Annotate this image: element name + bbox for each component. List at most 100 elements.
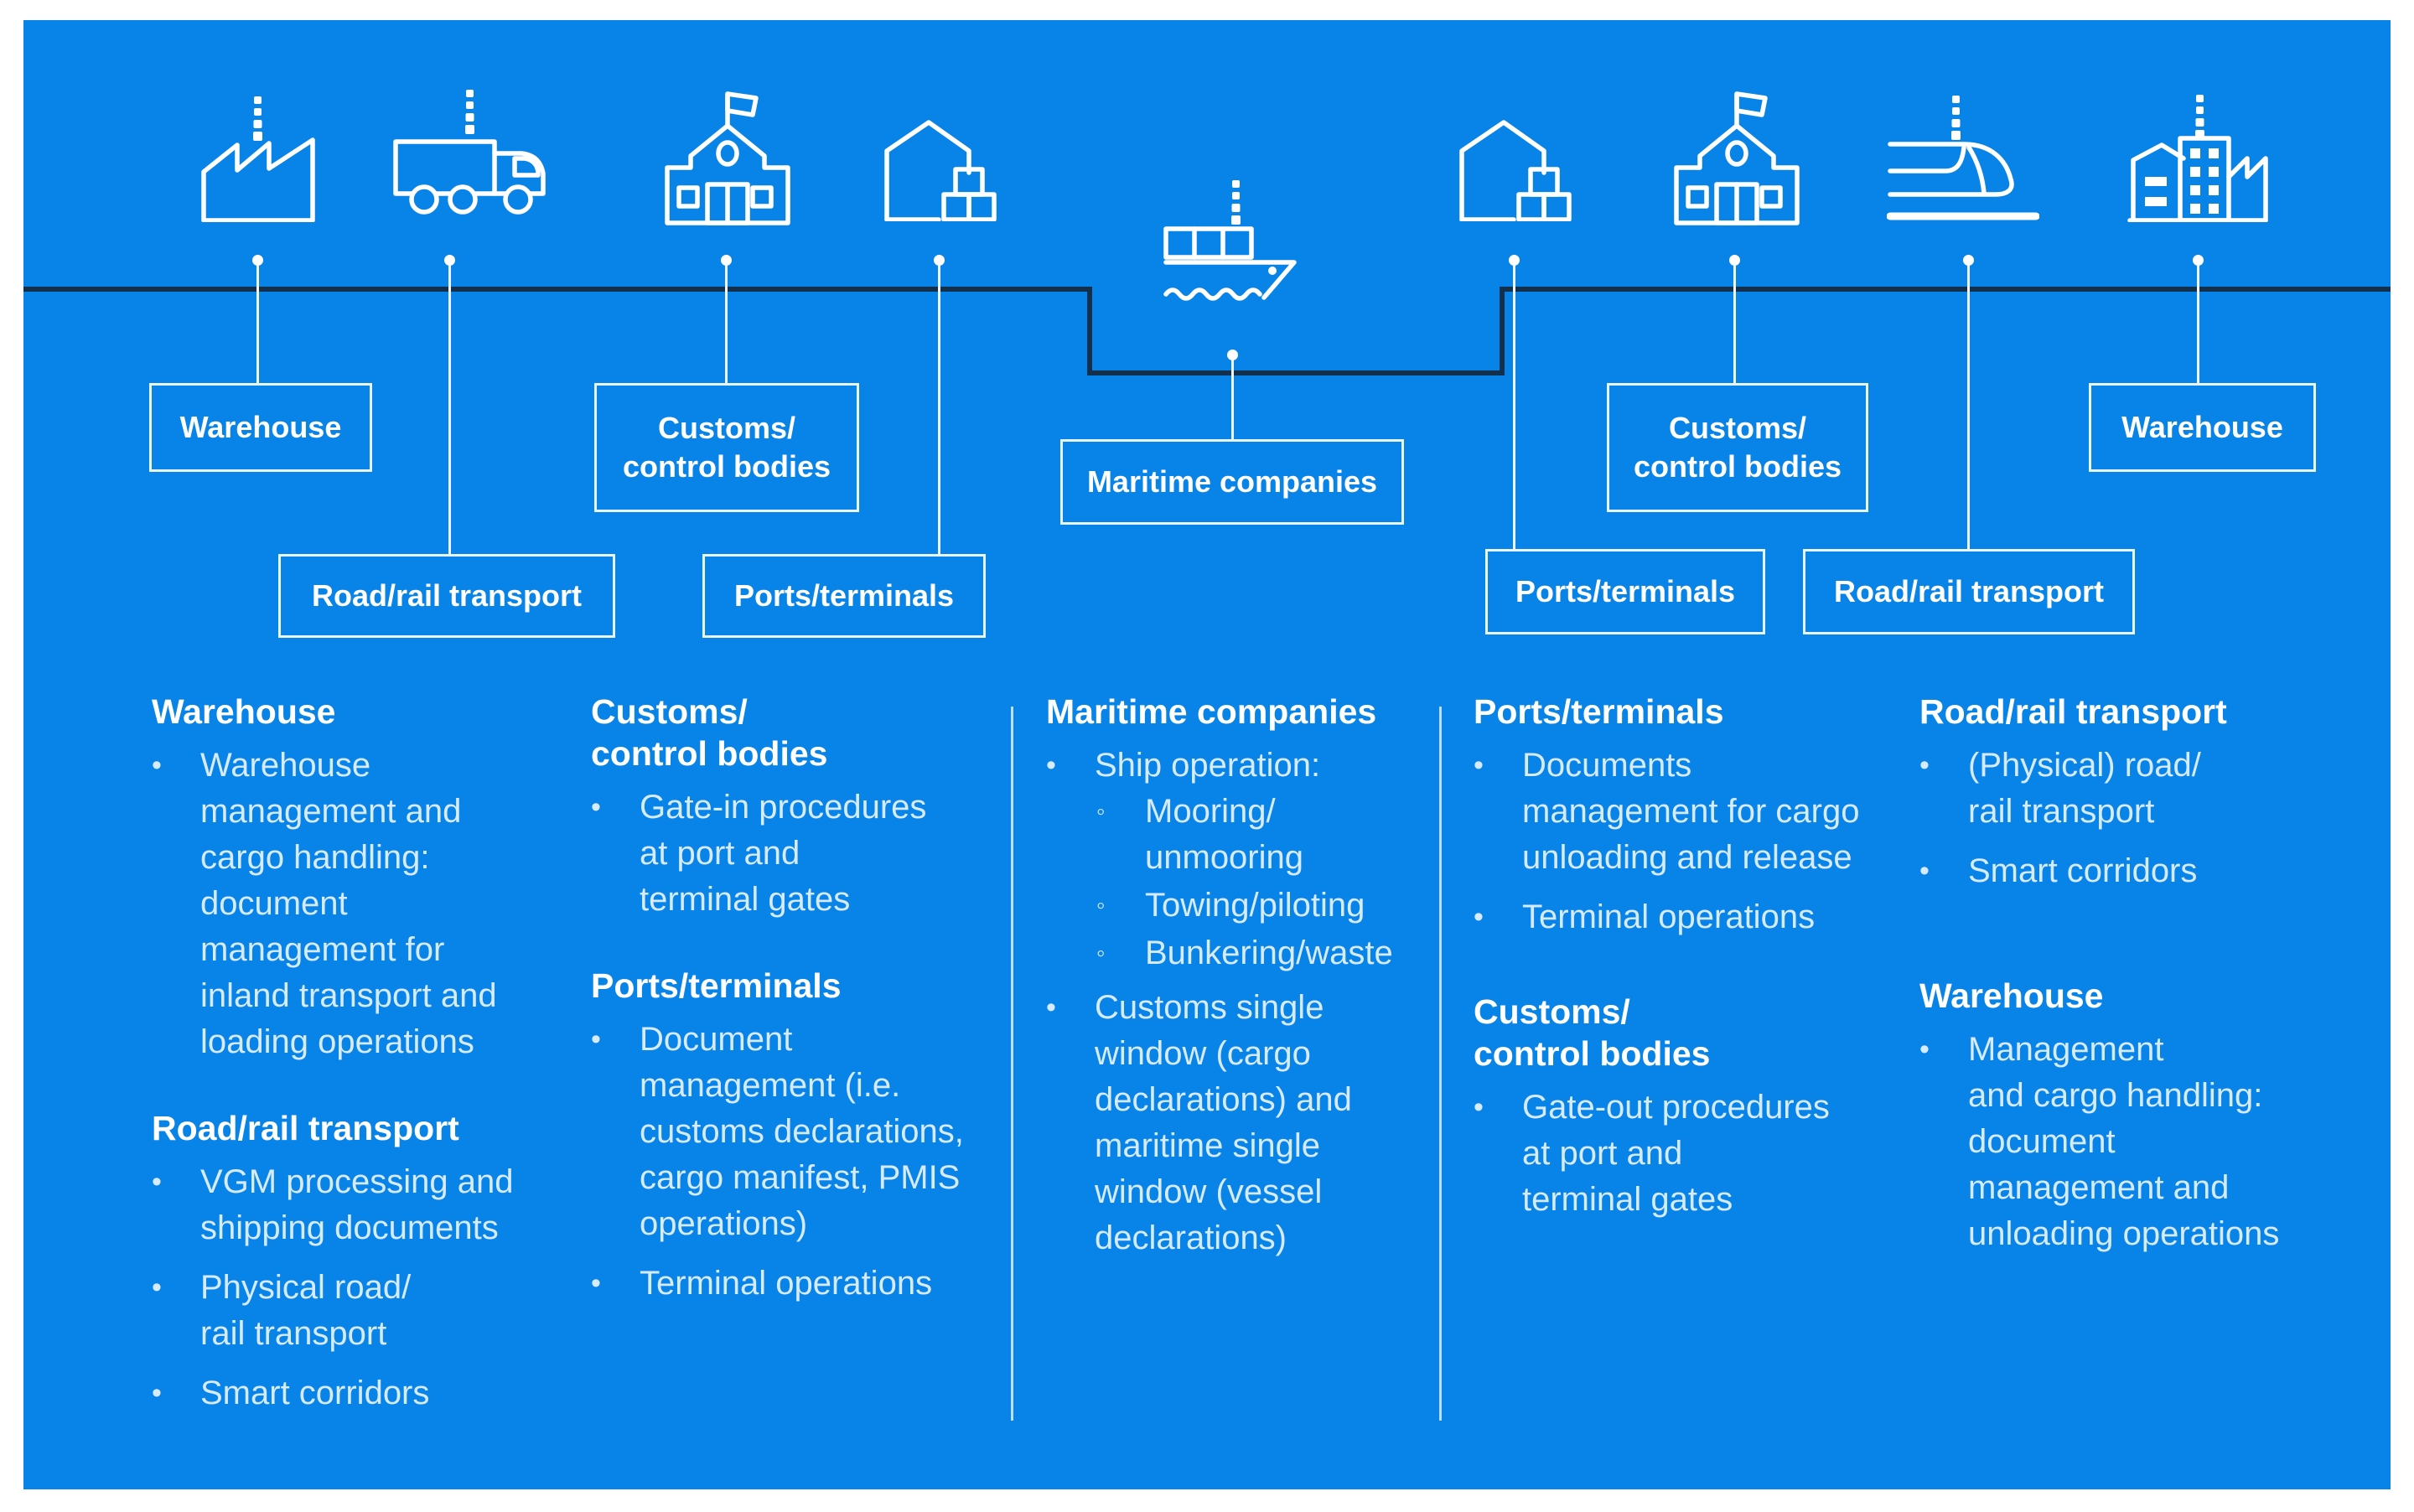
factory-icon [194, 96, 323, 222]
bullet-text: Document management (i.e. customs declar… [640, 1021, 964, 1242]
bullet-text: Customs single window (cargo declaration… [1095, 989, 1352, 1256]
sub-bullet-item: ◦ Bunkering/waste [1046, 930, 1432, 976]
sub-bullet-glyph: ◦ [1096, 940, 1106, 967]
bullet-glyph: • [1919, 749, 1930, 781]
customs-building-icon [1663, 87, 1805, 225]
connector-ports-right [1513, 260, 1515, 549]
train-icon [1887, 96, 2039, 226]
bullet-item: • Customs single window (cargo declarati… [1046, 985, 1432, 1261]
bullet-text: Gate-in procedures at port and terminal … [640, 789, 927, 918]
column-customs-ports: Customs/ control bodies • Gate-in proced… [591, 691, 993, 1320]
column-heading: Customs/ control bodies [1474, 992, 1711, 1073]
bullet-text: Bunkering/waste [1145, 935, 1393, 971]
bullet-item: • Gate-out procedures at port and termin… [1474, 1085, 1893, 1223]
bullet-text: Mooring/ unmooring [1145, 793, 1304, 876]
label-box-ports-right: Ports/terminals [1485, 549, 1765, 634]
bullet-item: • Management and cargo handling: documen… [1919, 1027, 2355, 1257]
sub-bullet-glyph: ◦ [1096, 892, 1106, 919]
bullet-text: Physical road/ rail transport [200, 1269, 412, 1352]
container-ship-icon [1160, 180, 1304, 308]
city-buildings-icon [2125, 95, 2271, 222]
label-box-customs-left: Customs/ control bodies [594, 383, 859, 512]
timeline-node-dot [1963, 255, 1974, 266]
bullet-item: • Ship operation: [1046, 743, 1432, 789]
label-box-customs-right: Customs/ control bodies [1607, 383, 1868, 512]
blue-panel: Warehouse Customs/ control bodies Mariti… [23, 20, 2391, 1489]
timeline-node-dot [1729, 255, 1740, 266]
column-heading: Ports/terminals [1474, 692, 1724, 731]
bullet-glyph: • [1046, 992, 1056, 1023]
bullet-item: • Document management (i.e. customs decl… [591, 1017, 993, 1247]
bullet-item: • Documents management for cargo unloadi… [1474, 743, 1893, 881]
bullet-glyph: • [1919, 1033, 1930, 1065]
truck-icon [391, 90, 550, 222]
bullet-item: • VGM processing and shipping documents [152, 1159, 571, 1251]
label-box-warehouse-right: Warehouse [2089, 383, 2316, 472]
bullet-glyph: • [152, 1377, 162, 1409]
bullet-text: Terminal operations [640, 1265, 933, 1302]
warehouse-house-icon [880, 116, 997, 221]
column-warehouse-roadrail: Warehouse • Warehouse management and car… [152, 691, 571, 1430]
label-box-roadrail-left: Road/rail transport [278, 554, 615, 638]
connector-truck-roadrail [448, 260, 451, 554]
bullet-glyph: • [152, 1271, 162, 1303]
bullet-glyph: • [152, 749, 162, 781]
connector-ports-left [938, 260, 940, 554]
bullet-item: • Physical road/ rail transport [152, 1265, 571, 1357]
bullet-text: Smart corridors [200, 1375, 430, 1411]
bullet-text: Documents management for cargo unloading… [1522, 747, 1860, 876]
timeline-node-dot [1227, 350, 1238, 360]
label-box-warehouse-left: Warehouse [149, 383, 372, 472]
bullet-text: Ship operation: [1095, 747, 1321, 784]
connector-factory-warehouse [256, 260, 259, 383]
connector-ship-maritime [1231, 355, 1234, 439]
timeline-node-dot [444, 255, 455, 266]
bullet-glyph: • [152, 1166, 162, 1198]
bullet-text: Towing/piloting [1145, 887, 1365, 924]
column-maritime: Maritime companies • Ship operation: ◦ M… [1046, 691, 1432, 1275]
column-ports-customs: Ports/terminals • Documents management f… [1474, 691, 1893, 1236]
bullet-text: Gate-out procedures at port and terminal… [1522, 1089, 1830, 1218]
connector-train-roadrail [1967, 260, 1970, 549]
column-heading: Warehouse [152, 692, 336, 731]
column-heading: Road/rail transport [152, 1109, 459, 1147]
bullet-glyph: • [591, 1267, 601, 1299]
bullet-item: • (Physical) road/ rail transport [1919, 743, 2355, 835]
bullet-glyph: • [1046, 749, 1056, 781]
column-roadrail-warehouse: Road/rail transport • (Physical) road/ r… [1919, 691, 2355, 1271]
timeline-node-dot [721, 255, 732, 266]
warehouse-house-icon [1455, 116, 1572, 221]
bullet-item: • Gate-in procedures at port and termina… [591, 784, 993, 923]
bullet-glyph: • [1474, 749, 1484, 781]
bullet-glyph: • [591, 791, 601, 823]
timeline-node-dot [1509, 255, 1520, 266]
bullet-glyph: • [591, 1023, 601, 1055]
bullet-item: • Warehouse management and cargo handlin… [152, 743, 571, 1065]
bullet-glyph: • [1919, 855, 1930, 887]
column-heading: Ports/terminals [591, 966, 842, 1005]
timeline-node-dot [252, 255, 263, 266]
column-heading: Road/rail transport [1919, 692, 2227, 731]
label-box-ports-left: Ports/terminals [702, 554, 986, 638]
column-divider [1439, 707, 1442, 1421]
bullet-glyph: • [1474, 901, 1484, 933]
column-heading: Warehouse [1919, 976, 2104, 1015]
customs-building-icon [654, 87, 796, 225]
bullet-text: Terminal operations [1522, 898, 1816, 935]
timeline-node-dot [934, 255, 945, 266]
bullet-item: • Terminal operations [1474, 894, 1893, 940]
timeline-node-dot [2193, 255, 2204, 266]
label-box-maritime: Maritime companies [1060, 439, 1404, 525]
connector-customs-left [725, 260, 728, 383]
bullet-text: Smart corridors [1968, 852, 2198, 889]
bullet-text: Management and cargo handling: document … [1968, 1031, 2280, 1252]
label-box-roadrail-right: Road/rail transport [1803, 549, 2135, 634]
timeline-line [23, 287, 2391, 375]
bullet-glyph: • [1474, 1091, 1484, 1123]
bullet-text: (Physical) road/ rail transport [1968, 747, 2201, 830]
column-divider [1011, 707, 1013, 1421]
bullet-item: • Smart corridors [152, 1370, 571, 1416]
sub-bullet-item: ◦ Towing/piloting [1046, 883, 1432, 929]
bullet-text: VGM processing and shipping documents [200, 1163, 514, 1246]
